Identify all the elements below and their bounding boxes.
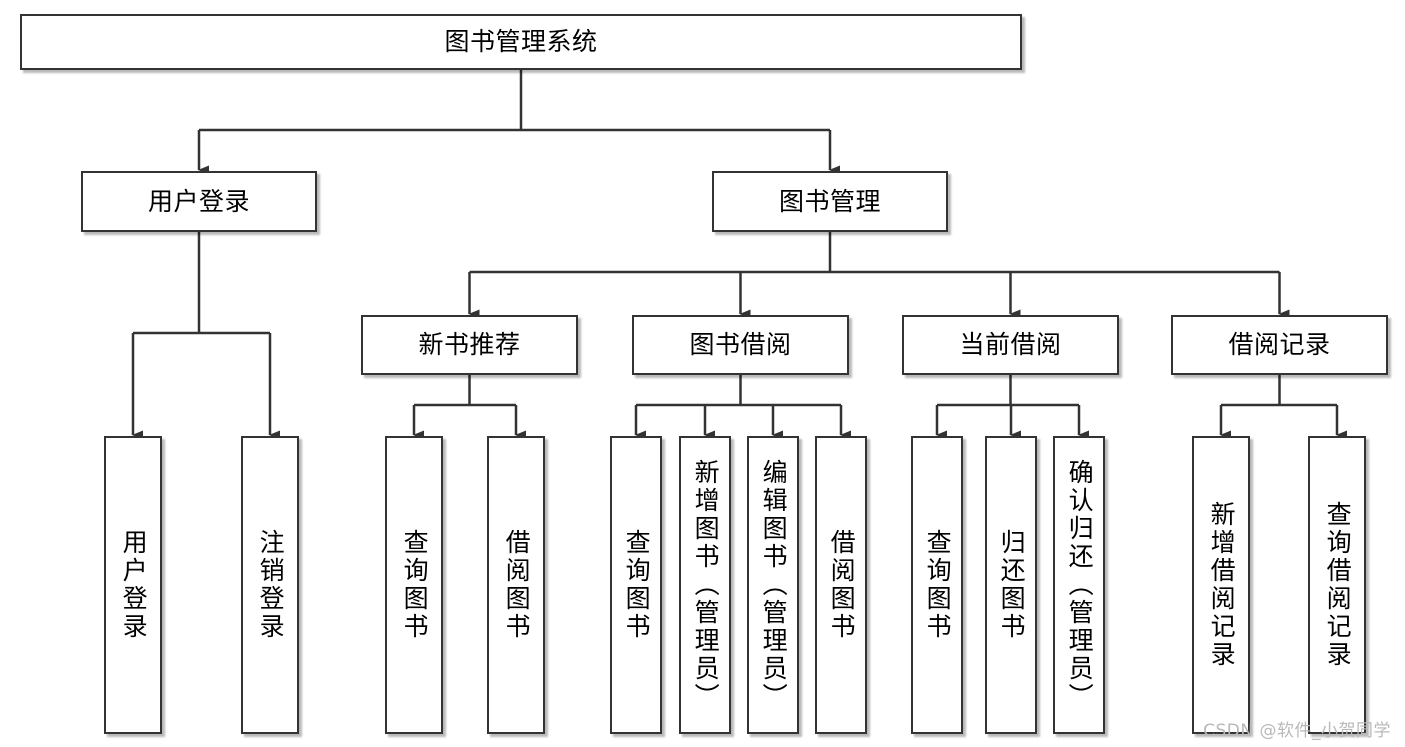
node-new_book_rec[interactable]: 新书推荐 (361, 315, 578, 375)
node-leaf_add_book[interactable]: 新增图书（管理员） (679, 436, 731, 734)
node-book_manage[interactable]: 图书管理 (712, 171, 948, 232)
node-label: 用户登录 (119, 529, 149, 641)
node-leaf_query_record[interactable]: 查询借阅记录 (1308, 436, 1366, 734)
node-label: 当前借阅 (959, 330, 1062, 360)
node-leaf_return_book[interactable]: 归还图书 (985, 436, 1037, 734)
node-user_login[interactable]: 用户登录 (81, 171, 317, 232)
node-leaf_user_login[interactable]: 用户登录 (104, 436, 162, 734)
node-label: 查询图书 (622, 529, 652, 641)
node-label: 用户登录 (147, 186, 250, 216)
node-leaf_logout[interactable]: 注销登录 (241, 436, 299, 734)
node-leaf_edit_book[interactable]: 编辑图书（管理员） (747, 436, 799, 734)
node-label: 确认归还（管理员） (1065, 459, 1095, 711)
node-label: 图书借阅 (689, 330, 792, 360)
watermark-text: CSDN @软件_小贺同学 (1203, 721, 1391, 741)
node-label: 图书管理系统 (444, 27, 598, 57)
node-label: 归还图书 (997, 529, 1027, 641)
node-label: 借阅记录 (1228, 330, 1331, 360)
node-leaf_query_book_3[interactable]: 查询图书 (911, 436, 963, 734)
node-leaf_query_book_2[interactable]: 查询图书 (610, 436, 662, 734)
node-label: 图书管理 (778, 186, 881, 216)
node-label: 借阅图书 (827, 529, 857, 641)
node-leaf_query_book_1[interactable]: 查询图书 (385, 436, 443, 734)
node-current_borrow[interactable]: 当前借阅 (902, 315, 1119, 375)
node-leaf_confirm_ret[interactable]: 确认归还（管理员） (1053, 436, 1105, 734)
node-label: 注销登录 (256, 529, 286, 641)
node-label: 查询图书 (400, 529, 430, 641)
node-leaf_add_record[interactable]: 新增借阅记录 (1192, 436, 1250, 734)
node-borrow_record[interactable]: 借阅记录 (1171, 315, 1388, 375)
node-root[interactable]: 图书管理系统 (20, 14, 1022, 70)
node-leaf_borrow_book_1[interactable]: 借阅图书 (487, 436, 545, 734)
node-leaf_borrow_book_2[interactable]: 借阅图书 (815, 436, 867, 734)
node-label: 编辑图书（管理员） (759, 459, 789, 711)
node-book_borrow[interactable]: 图书借阅 (632, 315, 849, 375)
node-label: 新增图书（管理员） (691, 459, 721, 711)
node-label: 查询图书 (923, 529, 953, 641)
node-label: 借阅图书 (502, 529, 532, 641)
node-label: 查询借阅记录 (1323, 501, 1353, 669)
node-label: 新书推荐 (418, 330, 521, 360)
node-label: 新增借阅记录 (1207, 501, 1237, 669)
